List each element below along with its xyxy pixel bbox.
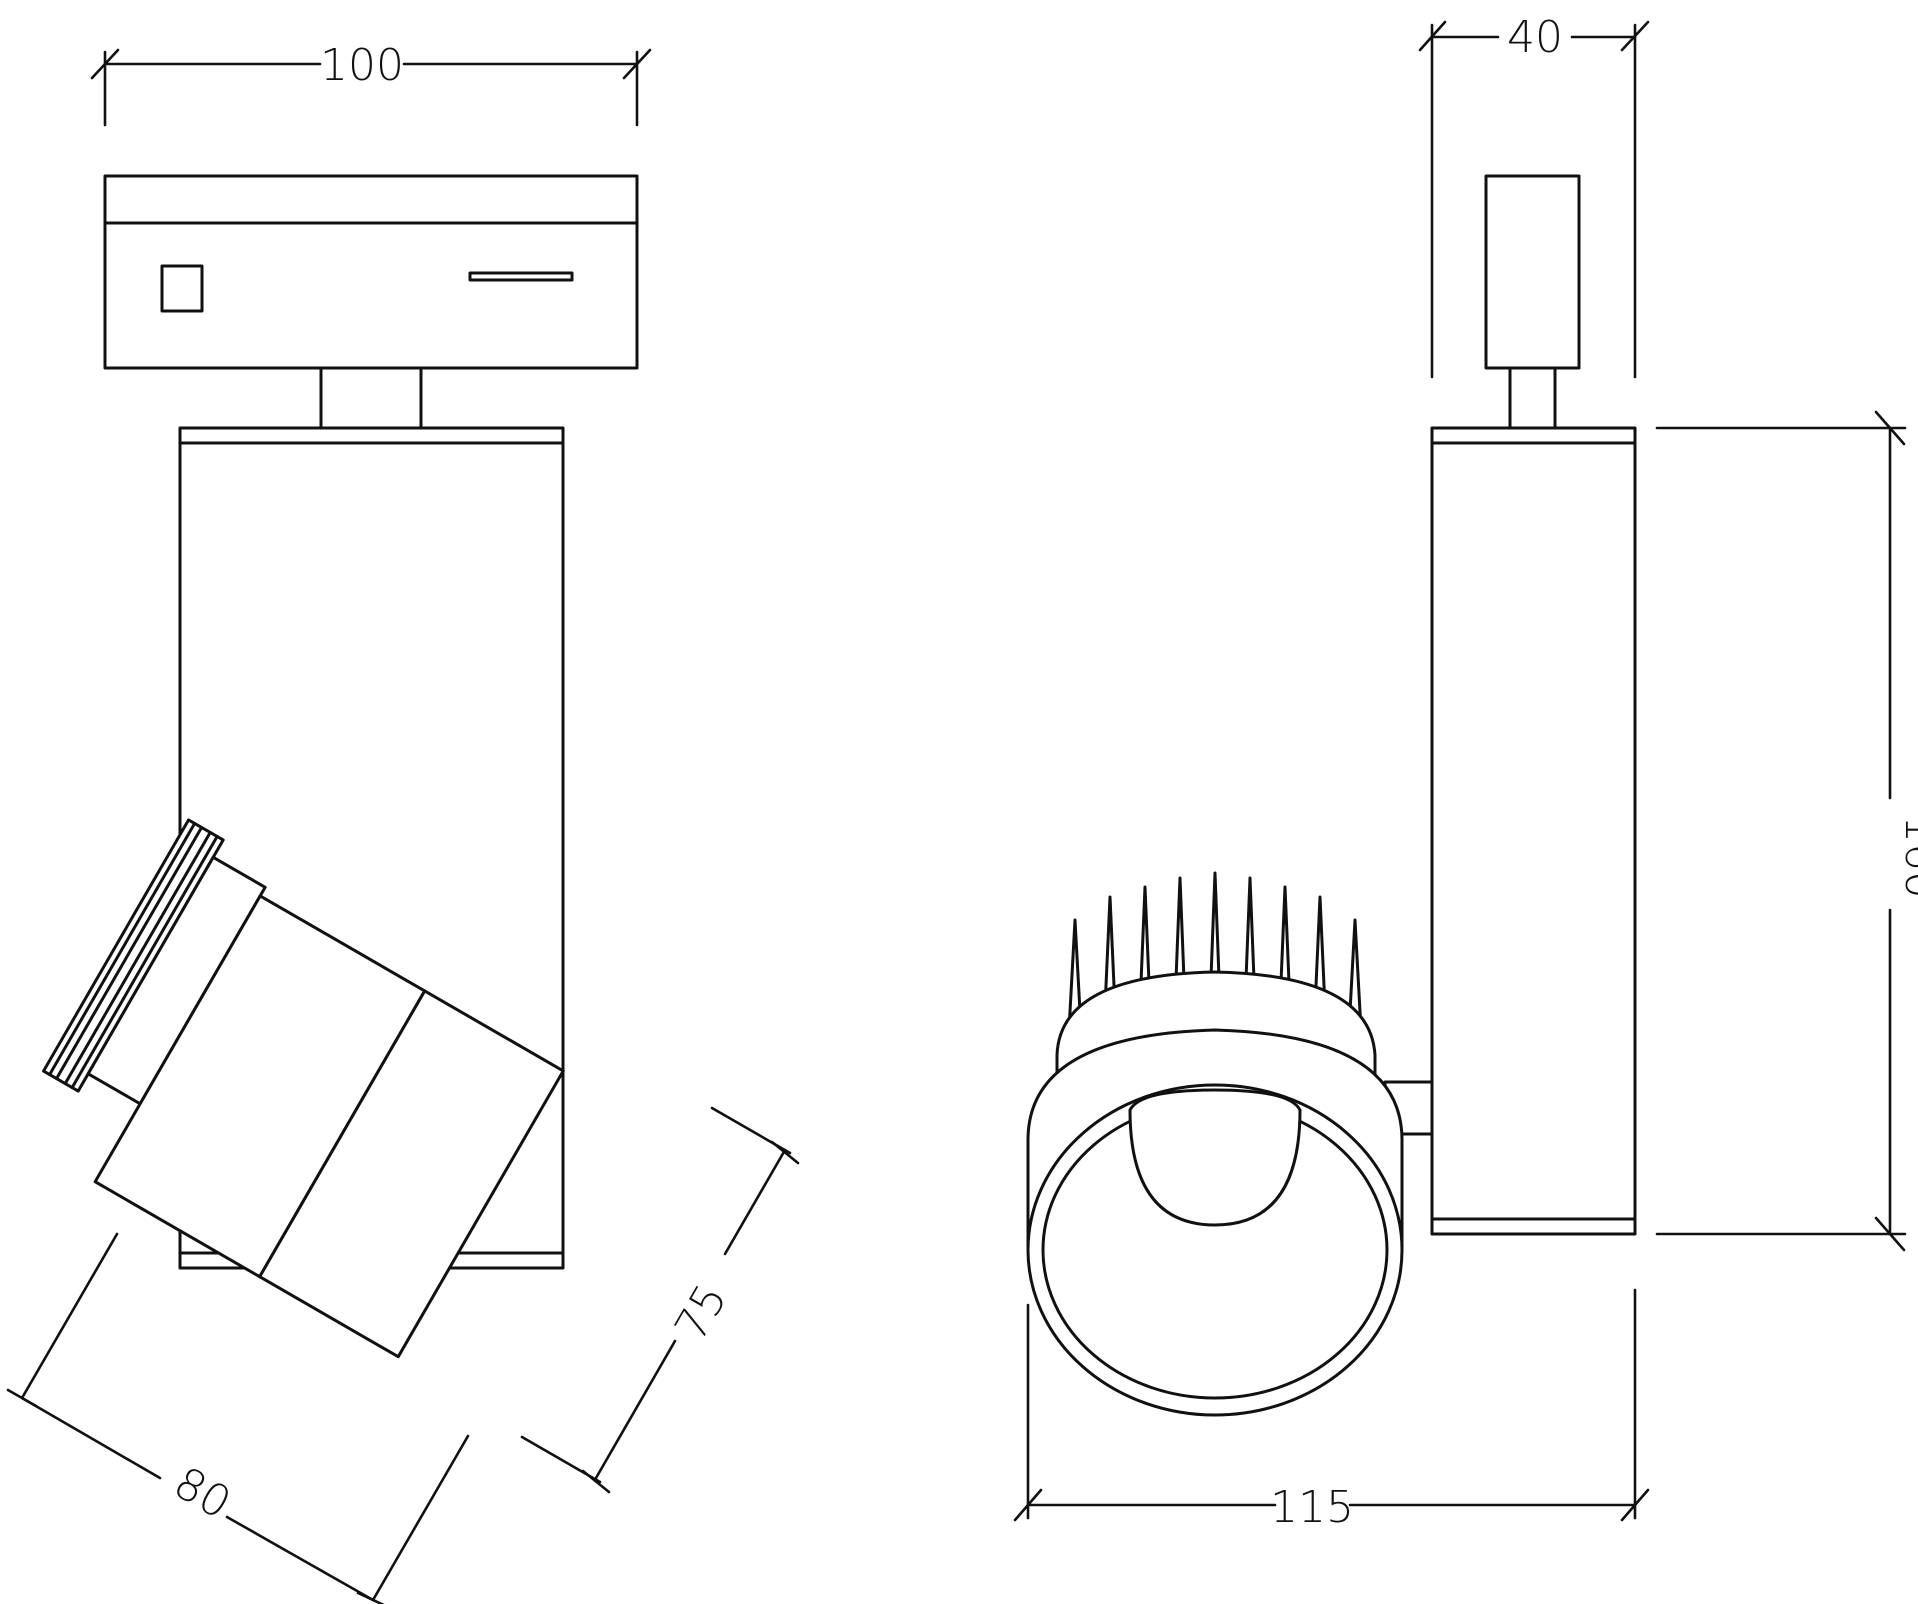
dim-body-height: 160 [1655, 410, 1918, 1252]
dim-head-width: 115 [1013, 1288, 1650, 1533]
connector-front [319, 366, 423, 430]
track-adapter-front [103, 174, 639, 370]
track-adapter-side [1484, 174, 1581, 370]
driver-body-side [1430, 426, 1637, 1236]
dim-side-width: 40 [1418, 12, 1650, 379]
lamp-head-side [1026, 970, 1404, 1417]
dim-label-75: 75 [665, 1276, 737, 1350]
front-view: 100 [6, 40, 800, 1604]
dim-front-width: 100 [90, 40, 652, 127]
dim-label-100: 100 [320, 40, 404, 91]
dim-label-40: 40 [1507, 12, 1563, 63]
dim-label-160: 160 [1895, 815, 1918, 899]
heatsink-fin [1067, 918, 1083, 1031]
side-view: 40 160 [1013, 12, 1918, 1533]
dim-label-115: 115 [1270, 1482, 1354, 1533]
heatsink-fin [1347, 918, 1363, 1031]
lamp-head-front [42, 818, 565, 1359]
connector-side [1508, 366, 1557, 430]
